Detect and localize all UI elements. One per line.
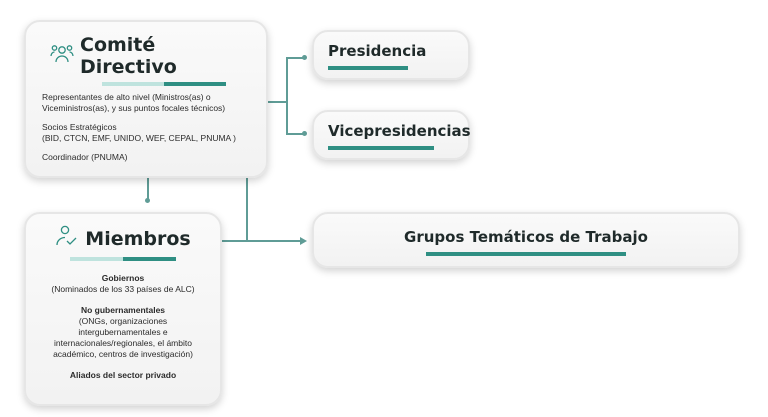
connector-comite-miembros [147, 178, 149, 202]
comite-socios-label: Socios Estratégicos [42, 122, 117, 132]
user-check-icon [55, 224, 79, 253]
presidencia-underline [328, 66, 408, 70]
miembros-no-gub-label: No gubernamentales [80, 305, 166, 315]
miembros-aliados: Aliados del sector privado [69, 370, 177, 380]
group-people-icon [50, 43, 74, 70]
miembros-gobiernos-detail: (Nominados de los 33 países de ALC) [51, 284, 195, 294]
miembros-title: Miembros [85, 227, 191, 250]
connector-to-grupos [222, 240, 302, 242]
connector-to-presidencia [286, 57, 304, 59]
comite-directivo-card: Comité Directivo Representantes de alto … [24, 20, 268, 178]
comite-coordinador: Coordinador (PNUMA) [42, 152, 128, 162]
comite-title-underline [102, 82, 226, 86]
miembros-title-underline [70, 257, 176, 261]
grupos-tematicos-title: Grupos Temáticos de Trabajo [404, 228, 648, 246]
connector-arrow-grupos [300, 237, 307, 245]
miembros-card: Miembros Gobiernos (Nominados de los 33 … [24, 212, 222, 406]
presidencia-card: Presidencia [312, 30, 470, 80]
connector-branch-vertical [286, 57, 288, 135]
presidencia-title: Presidencia [328, 42, 427, 60]
connector-dot-miembros [145, 198, 150, 203]
connector-dot-presidencia [302, 55, 307, 60]
connector-dot-vicepresidencias [302, 131, 307, 136]
comite-representantes: Representantes de alto nivel (Ministros(… [42, 92, 226, 113]
vicepresidencias-card: Vicepresidencias [312, 110, 471, 160]
connector-to-vicepresidencias [286, 133, 304, 135]
miembros-no-gub-detail: (ONGs, organizaciones intergubernamental… [53, 316, 193, 359]
vicepresidencias-underline [328, 146, 434, 150]
vicepresidencias-title: Vicepresidencias [328, 122, 471, 140]
grupos-tematicos-underline [426, 252, 626, 256]
comite-socios-list: (BID, CTCN, EMF, UNIDO, WEF, CEPAL, PNUM… [42, 133, 236, 143]
miembros-gobiernos-label: Gobiernos [101, 273, 145, 283]
comite-directivo-title: Comité Directivo [80, 34, 177, 78]
grupos-tematicos-card: Grupos Temáticos de Trabajo [312, 212, 740, 268]
